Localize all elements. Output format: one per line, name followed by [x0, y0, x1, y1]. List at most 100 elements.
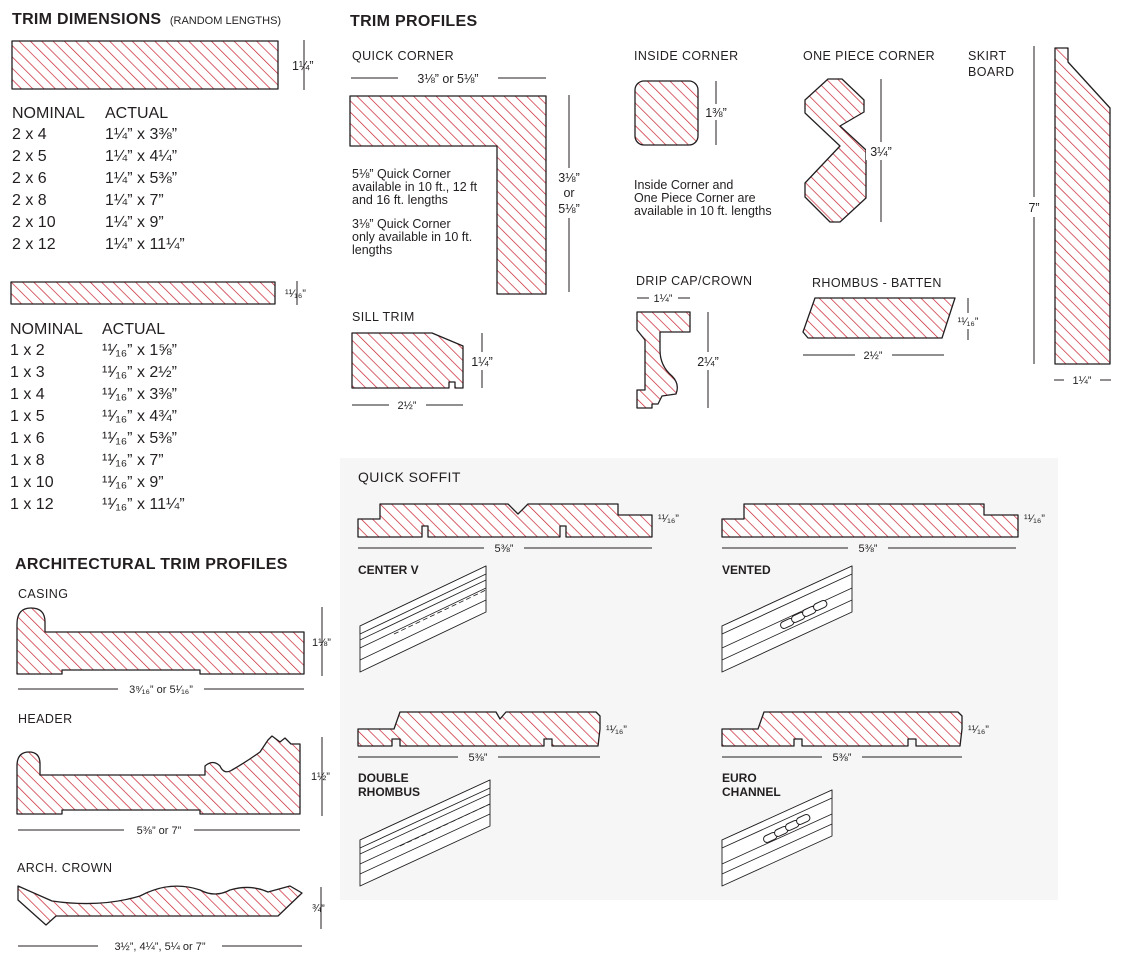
vented-profile: [721, 503, 1019, 538]
sill-trim-width: 2½”: [398, 400, 417, 412]
header-label: HEADER: [18, 712, 73, 726]
casing-profile: [16, 607, 305, 675]
table1-row-actual: 1¼” x 9”: [105, 214, 164, 231]
sill-trim-label: SILL TRIM: [352, 310, 415, 324]
quick-corner-height-2: 5⅛”: [558, 202, 580, 216]
table1-row-nominal: 2 x 5: [12, 148, 47, 165]
rhombus-batten-label: RHOMBUS - BATTEN: [812, 276, 942, 290]
quick-corner-height-or: or: [563, 186, 574, 200]
center-v-height: ¹¹⁄₁₆”: [658, 513, 679, 525]
trim-dimensions-subtitle: (RANDOM LENGTHS): [170, 15, 281, 27]
quick-corner-width: 3⅛” or 5⅛”: [417, 72, 478, 86]
double-rhombus-label-line1: DOUBLE: [358, 771, 409, 785]
table1-row-actual: 1¼” x 7”: [105, 192, 164, 209]
table2-actual-header: ACTUAL: [102, 321, 165, 338]
table2-row-actual: ¹¹⁄₁₆” x 7”: [102, 452, 164, 469]
table1-rows: 2 x 4 1¼” x 3⅜” 2 x 5 1¼” x 4¼” 2 x 6 1¼” x 5…: [12, 126, 185, 253]
quick-corner-note2-line3: lengths: [352, 243, 392, 257]
thick-board-profile: [11, 40, 279, 90]
vented-height: ¹¹⁄₁₆”: [1024, 513, 1045, 525]
quick-corner-note1-line2: available in 10 ft., 12 ft: [352, 180, 478, 194]
table1-nominal-header: NOMINAL: [12, 105, 85, 122]
skirt-board-width: 1¼”: [1073, 375, 1092, 387]
header-profile: [16, 735, 301, 815]
thin-board-dim: ¹¹⁄₁₆”: [285, 288, 306, 300]
euro-channel-profile: [721, 711, 963, 747]
table1-row-actual: 1¼” x 4¼”: [105, 148, 177, 165]
inside-corner-profile: [634, 80, 699, 146]
table2-row-actual: ¹¹⁄₁₆” x 2½”: [102, 364, 177, 381]
vented-board-illustration: [721, 565, 853, 673]
corner-note-line3: available in 10 ft. lengths: [634, 204, 772, 218]
quick-corner-note1-line1: 5⅛” Quick Corner: [352, 167, 451, 181]
center-v-label: CENTER V: [358, 563, 419, 577]
crown-width: 3½”, 4¼”, 5¼ or 7”: [114, 941, 205, 953]
skirt-board-height-knockout: [1022, 197, 1046, 217]
rhombus-batten-width: 2½”: [864, 350, 883, 362]
skirt-board-height: 7”: [1028, 201, 1039, 215]
trim-profiles-section: TRIM PROFILES QUICK CORNER 3⅛” or 5⅛” 3⅛…: [349, 13, 1111, 412]
center-v-profile: [357, 503, 653, 538]
table2-row-nominal: 1 x 2: [10, 342, 45, 359]
table2-row-nominal: 1 x 10: [10, 474, 54, 491]
center-v-board-illustration: [359, 565, 487, 673]
crown-height: ¾”: [312, 903, 325, 915]
sill-trim-height: 1¼”: [471, 355, 493, 369]
architectural-section: ARCHITECTURAL TRIM PROFILES CASING 1⅛” 3…: [15, 556, 331, 953]
table2-row-actual: ¹¹⁄₁₆” x 3⅜”: [102, 386, 177, 403]
casing-label: CASING: [18, 587, 68, 601]
svg-text:TRIM DIMENSIONS (RANDOM: TRIM DIMENSIONS (RANDOM LENGTHS): [12, 11, 281, 28]
table2-row-nominal: 1 x 8: [10, 452, 45, 469]
table1-row-actual: 1¼” x 5⅜”: [105, 170, 177, 187]
double-rhombus-profile: [357, 711, 601, 747]
rhombus-batten-height-knockout: [954, 313, 982, 329]
quick-soffit-title: QUICK SOFFIT: [358, 469, 461, 485]
table2-row-nominal: 1 x 5: [10, 408, 45, 425]
one-piece-corner-dim: 3¼”: [870, 145, 892, 159]
center-v-width: 5⅜”: [495, 543, 514, 555]
euro-channel-label-line1: EURO: [722, 771, 757, 785]
table1-row-nominal: 2 x 10: [12, 214, 56, 231]
thin-board-profile: [10, 281, 276, 305]
corner-note-line1: Inside Corner and: [634, 178, 733, 192]
double-rhombus-label-line2: RHOMBUS: [358, 785, 420, 799]
inside-corner-dim-knockout: [702, 104, 732, 120]
crown-profile: [17, 885, 303, 926]
header-height: 1½”: [311, 771, 330, 783]
table2-row-nominal: 1 x 4: [10, 386, 45, 403]
vented-label: VENTED: [722, 563, 771, 577]
one-piece-corner-label: ONE PIECE CORNER: [803, 49, 935, 63]
drip-cap-label: DRIP CAP/CROWN: [636, 274, 753, 288]
casing-height: 1⅛”: [312, 637, 331, 649]
table1-row-actual: 1¼” x 3⅜”: [105, 126, 177, 143]
drip-cap-top: 1¼”: [654, 293, 673, 305]
table1-row-nominal: 2 x 6: [12, 170, 47, 187]
quick-corner-profile: [349, 95, 547, 295]
table1-row-nominal: 2 x 4: [12, 126, 47, 143]
architectural-title: ARCHITECTURAL TRIM PROFILES: [15, 556, 288, 573]
quick-corner-note1-line3: and 16 ft. lengths: [352, 193, 448, 207]
drip-cap-height: 2¼”: [697, 355, 719, 369]
table2-row-nominal: 1 x 6: [10, 430, 45, 447]
trim-dimensions-title: TRIM DIMENSIONS: [12, 11, 161, 28]
inside-corner-dim: 1⅜”: [705, 106, 727, 120]
table2-row-actual: ¹¹⁄₁₆” x 4¾”: [102, 408, 177, 425]
euro-channel-label-line2: CHANNEL: [722, 785, 781, 799]
quick-corner-height-knockout: [553, 168, 587, 218]
double-rhombus-board-illustration: [359, 779, 491, 887]
one-piece-corner-profile: [804, 78, 867, 223]
trim-profiles-title: TRIM PROFILES: [350, 13, 477, 30]
vented-width: 5⅜”: [859, 543, 878, 555]
table1-row-nominal: 2 x 8: [12, 192, 47, 209]
drip-cap-profile: [636, 311, 691, 409]
sill-trim-profile: [351, 332, 464, 389]
table1-row-nominal: 2 x 12: [12, 236, 56, 253]
drip-cap-height-knockout: [694, 352, 724, 370]
crown-label: ARCH. CROWN: [17, 861, 112, 875]
table2-row-actual: ¹¹⁄₁₆” x 1⅝”: [102, 342, 177, 359]
table2-nominal-header: NOMINAL: [10, 321, 83, 338]
one-piece-corner-dim-knockout: [866, 142, 896, 160]
table2-row-actual: ¹¹⁄₁₆” x 9”: [102, 474, 164, 491]
